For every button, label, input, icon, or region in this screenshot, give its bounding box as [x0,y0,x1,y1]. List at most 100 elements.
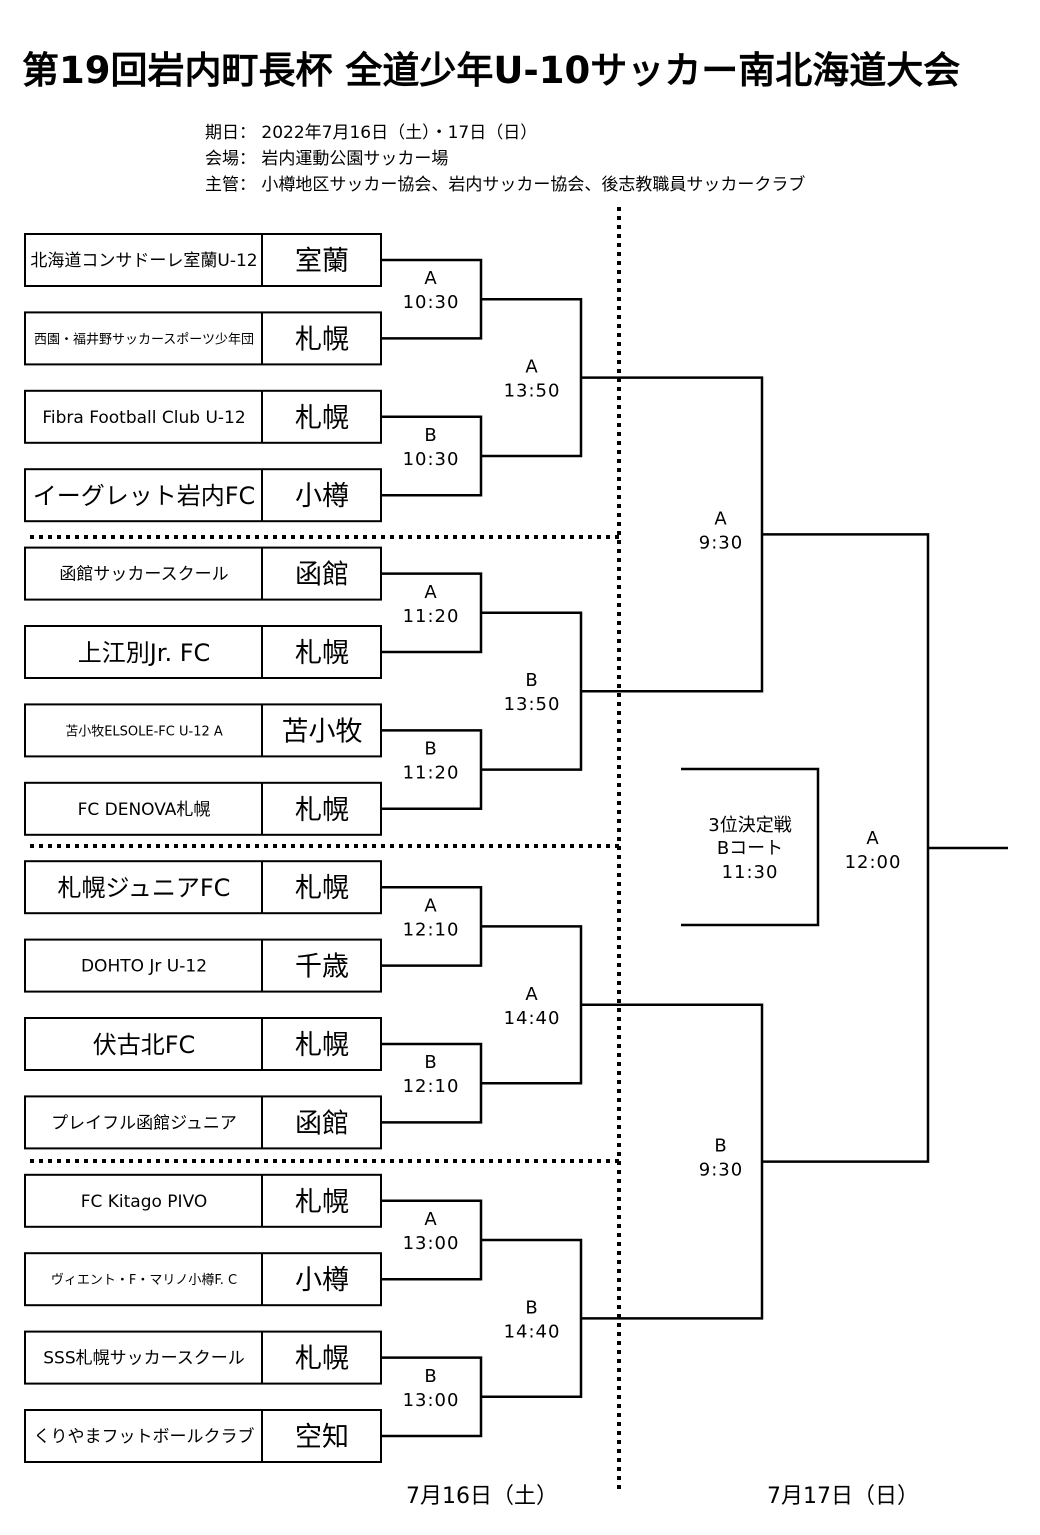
match-court: A [714,508,727,529]
team-name: 函館サッカースクール [59,565,228,585]
team-name: くりやまフットボールクラブ [34,1426,255,1447]
team-region: 空知 [295,1422,349,1453]
bracket-lines [30,207,1008,1490]
team-name: イーグレット岩内FC [33,482,256,510]
match-time: 13:50 [504,381,561,402]
team-region: 小樽 [295,1265,349,1296]
match-time: 13:00 [403,1390,460,1411]
team-box [24,625,382,679]
match-time: 14:40 [504,1008,561,1029]
team-region: 札幌 [295,1030,349,1061]
team-box [24,311,382,366]
match-court: A [525,984,538,1005]
team-box [24,1409,382,1463]
team-region: 函館 [295,560,349,591]
team-name: 札幌ジュニアFC [58,874,231,902]
team-region: 苫小牧 [282,716,363,747]
team-box [24,703,382,758]
team-row: 西園・福井野サッカースポーツ少年団 札幌 [24,311,382,366]
team-region: 室蘭 [295,246,349,277]
page-title: 第19回岩内町長杯 全道少年U-10サッカー南北海道大会 [22,49,961,92]
day2-label: 7月17日（日） [767,1484,919,1509]
team-row: くりやまフットボールクラブ 空知 [24,1409,382,1463]
match-court: B [424,739,437,760]
team-name: 苫小牧ELSOLE-FC U-12 A [65,723,223,739]
team-row: FC Kitago PIVO 札幌 [24,1173,382,1228]
team-name: DOHTO Jr U-12 [81,957,207,977]
team-name: 伏古北FC [93,1031,196,1059]
match-time: 12:00 [845,852,902,873]
team-name: 西園・福井野サッカースポーツ少年団 [34,332,254,347]
team-region: 札幌 [295,324,349,355]
team-name: SSS札幌サッカースクール [43,1349,245,1369]
match-court: A [424,268,437,289]
team-region: 函館 [295,1108,349,1139]
match-time: 10:30 [403,292,460,313]
team-box [24,1252,382,1307]
third-place-time: 11:30 [722,862,779,883]
third-place-title: 3位決定戦 [708,815,791,836]
venue-info: 会場： 岩内運動公園サッカー場 [205,149,449,169]
team-box [24,860,382,915]
team-name: Fibra Football Club U-12 [42,408,245,428]
match-court: A [424,895,437,916]
organizer-info: 主管： 小樽地区サッカー協会、岩内サッカー協会、後志教職員サッカークラブ [205,175,806,195]
match-court: A [424,582,437,603]
match-time: 10:30 [403,449,460,470]
match-time: 9:30 [699,1160,743,1181]
team-row: 苫小牧ELSOLE-FC U-12 A 苫小牧 [24,703,382,758]
match-court: A [424,1209,437,1230]
team-row: 札幌ジュニアFC 札幌 [24,860,382,915]
team-box [24,389,382,444]
match-time: 13:50 [504,694,561,715]
match-time: 11:20 [403,763,460,784]
day1-label: 7月16日（土） [406,1484,558,1509]
match-time: 11:20 [403,606,460,627]
team-name: FC DENOVA札幌 [78,800,211,820]
team-row: 北海道コンサドーレ室蘭U-12 室蘭 [24,233,382,287]
team-row: プレイフル函館ジュニア 函館 [24,1095,382,1150]
team-box [24,233,382,287]
date-info: 期日： 2022年7月16日（土）・17日（日） [205,123,538,143]
team-box [24,1173,382,1228]
team-region: 札幌 [295,1344,349,1375]
match-court: B [525,1297,538,1318]
match-time: 9:30 [699,532,743,553]
match-court: A [866,828,879,849]
team-box [24,1330,382,1385]
team-region: 札幌 [295,403,349,434]
match-labels: A10:30B10:30A11:20B11:20A12:10B12:10A13:… [403,268,902,1411]
team-region: 小樽 [295,481,349,512]
match-court: B [424,1052,437,1073]
team-row: Fibra Football Club U-12 札幌 [24,389,382,444]
third-place-court: Bコート [717,838,783,859]
team-row: SSS札幌サッカースクール 札幌 [24,1330,382,1385]
team-name: FC Kitago PIVO [81,1192,208,1212]
match-court: B [424,1366,437,1387]
team-name: プレイフル函館ジュニア [51,1113,237,1133]
team-box [24,1017,382,1071]
team-box [24,938,382,993]
team-region: 札幌 [295,1187,349,1218]
team-box [24,1095,382,1150]
match-court: A [525,357,538,378]
match-court: B [525,670,538,691]
team-box [24,468,382,523]
match-court: B [714,1136,727,1157]
team-name: 北海道コンサドーレ室蘭U-12 [30,251,257,271]
team-box [24,546,382,601]
team-region: 札幌 [295,873,349,904]
team-name: 上江別Jr. FC [78,639,211,667]
team-region: 千歳 [295,952,349,983]
match-time: 12:10 [403,1076,460,1097]
team-row: 函館サッカースクール 函館 [24,546,382,601]
team-row: 伏古北FC 札幌 [24,1017,382,1071]
bracket-third-place [681,767,820,927]
match-time: 14:40 [504,1321,561,1342]
bracket-final [762,533,930,1163]
match-court: B [424,425,437,446]
